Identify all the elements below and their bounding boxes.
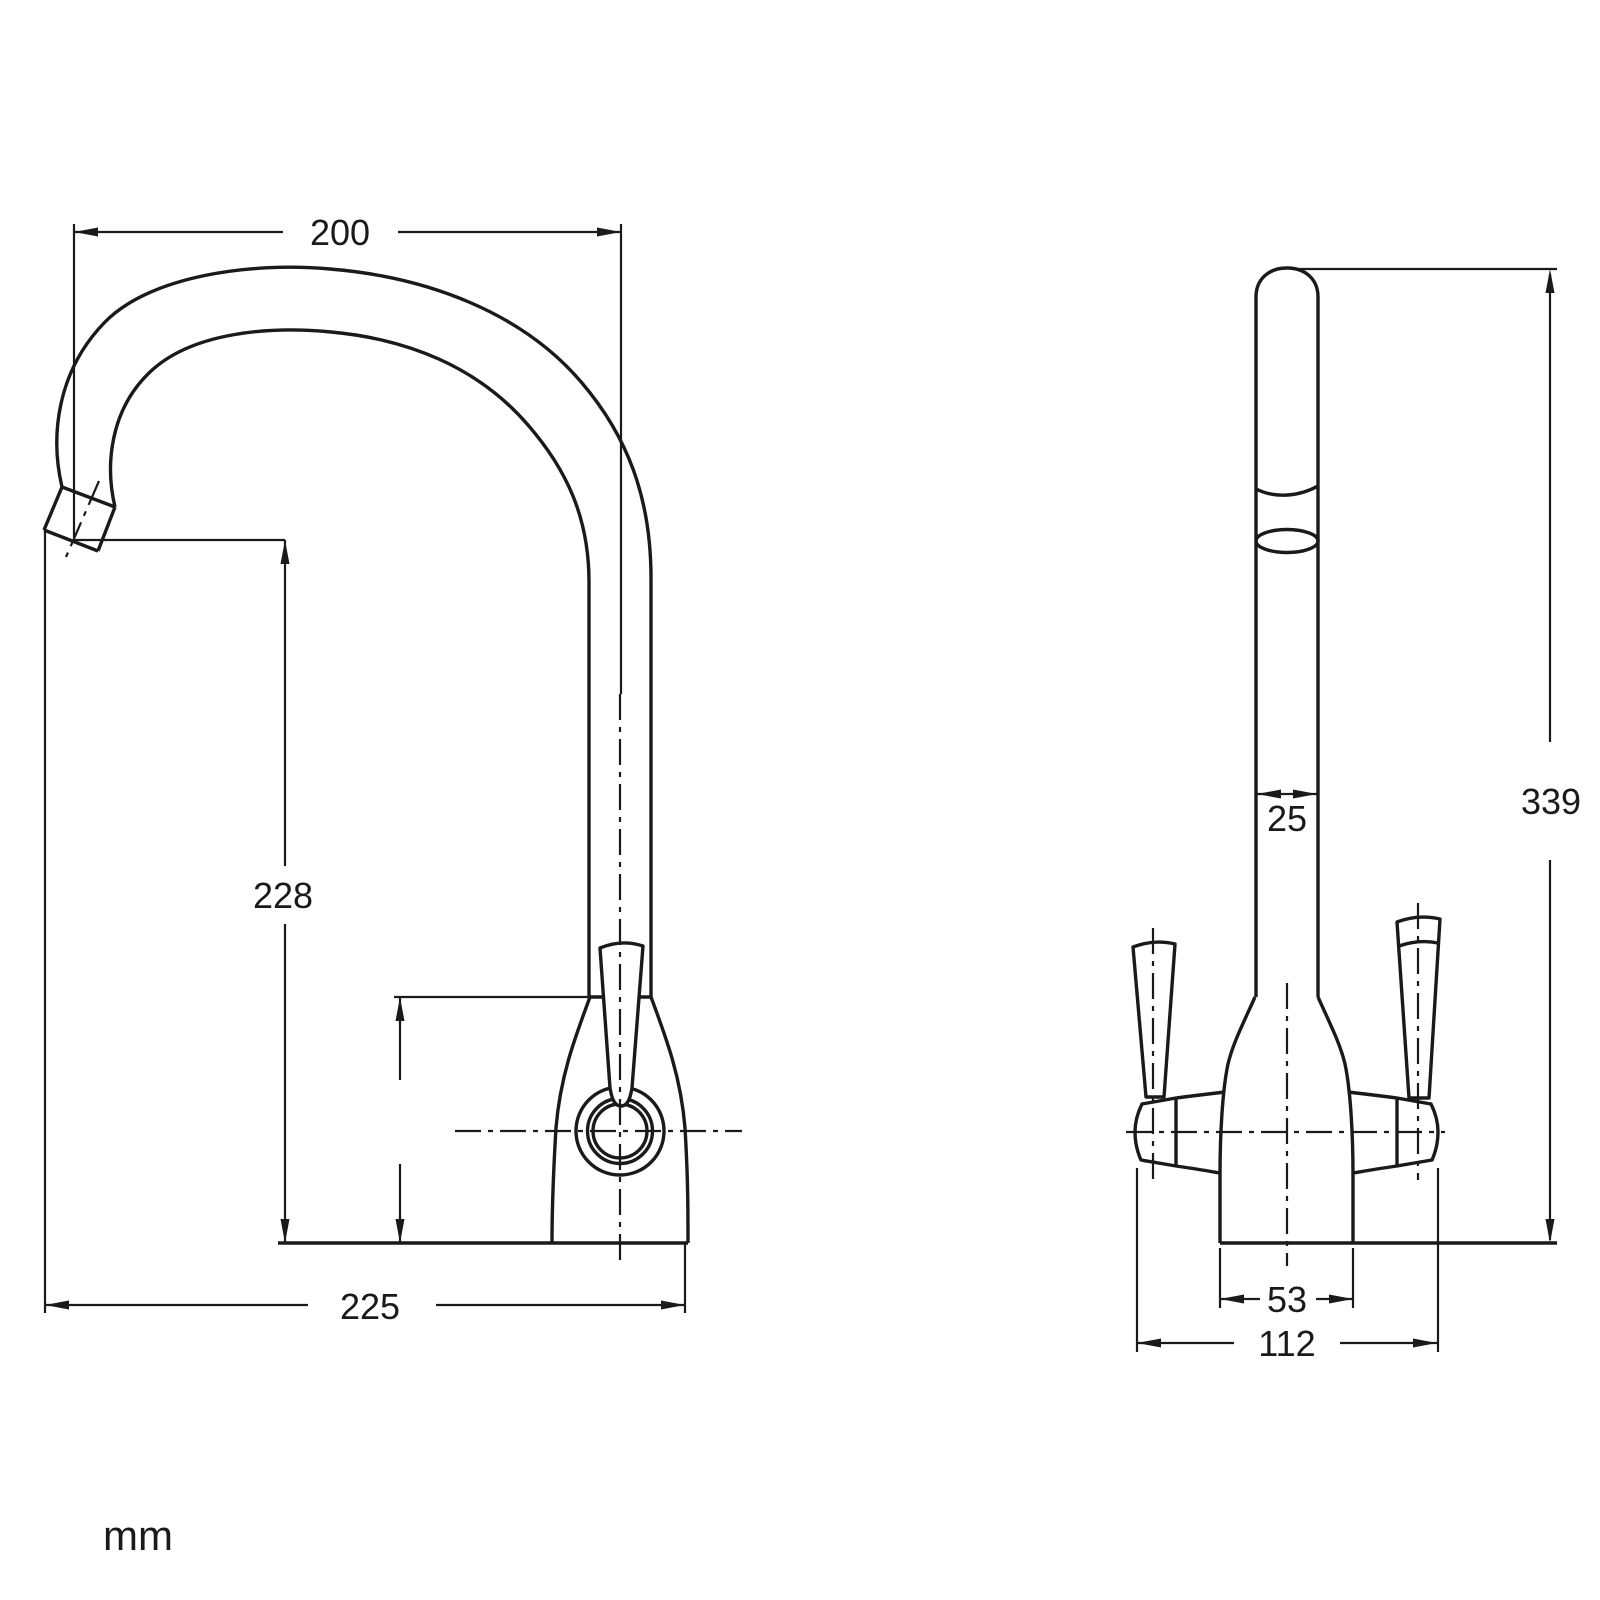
- side-view-dimensions: 200 228 225: [43, 212, 687, 1327]
- arrow-339-bottom: [1545, 1219, 1555, 1243]
- spout-inner-curve: [108, 328, 591, 997]
- spout-collar-arc: [1255, 484, 1319, 497]
- spout-tip-outer-edge: [42, 486, 64, 531]
- spout-tip-centerline: [64, 480, 101, 558]
- arrow-112-left: [1137, 1338, 1161, 1348]
- arrow-225-right: [661, 1300, 685, 1310]
- arrow-53-right: [1329, 1294, 1353, 1304]
- arrow-erased-top: [395, 997, 405, 1021]
- side-view-centerlines: [64, 480, 742, 1266]
- spout-outer-curve: [55, 265, 653, 997]
- front-view-dimensions: 25 339 53 112: [1135, 267, 1581, 1364]
- front-body-right-profile: [1316, 996, 1355, 1243]
- dim-label-body-width: 53: [1267, 1279, 1307, 1320]
- right-valve-body: [1347, 1090, 1440, 1175]
- body-left-profile: [550, 996, 592, 1244]
- arrow-53-left: [1220, 1294, 1244, 1304]
- arrow-200-right: [597, 227, 621, 237]
- dim-label-overall-depth: 225: [340, 1286, 400, 1327]
- dim-label-handles-span: 112: [1258, 1323, 1315, 1364]
- front-view-centerlines: [1126, 903, 1445, 1266]
- arrow-200-left: [74, 227, 98, 237]
- dim-label-spout-clearance: 228: [253, 875, 313, 916]
- front-body-left-profile: [1218, 996, 1257, 1243]
- body-right-profile: [649, 996, 690, 1244]
- erased-dimension: [394, 995, 588, 1243]
- arrow-339-top: [1545, 269, 1555, 293]
- dim-label-spout-reach: 200: [310, 212, 370, 253]
- dim-label-overall-height: 339: [1521, 781, 1581, 822]
- handle-side-view: [598, 941, 645, 1108]
- spout-tip-inner-edge: [96, 506, 117, 552]
- arrow-112-right: [1413, 1338, 1437, 1348]
- arrow-erased-bottom: [395, 1219, 405, 1243]
- spout-tube-front: [1254, 266, 1320, 997]
- arrow-25-left: [1257, 789, 1281, 799]
- spout-tip-upper-cut: [61, 485, 116, 509]
- right-handle-cap-band: [1398, 939, 1439, 948]
- dim-label-spout-diameter: 25: [1267, 798, 1307, 839]
- unit-label: mm: [103, 1512, 173, 1559]
- arrow-25-right: [1293, 789, 1317, 799]
- spout-outlet-ellipse: [1254, 527, 1320, 555]
- arrow-228-bottom: [280, 1219, 290, 1243]
- side-view: [42, 265, 690, 1245]
- arrow-228-top: [280, 540, 290, 564]
- spout-tip-lower-cut: [43, 528, 99, 553]
- arrow-225-left: [45, 1300, 69, 1310]
- front-view: [1131, 266, 1557, 1245]
